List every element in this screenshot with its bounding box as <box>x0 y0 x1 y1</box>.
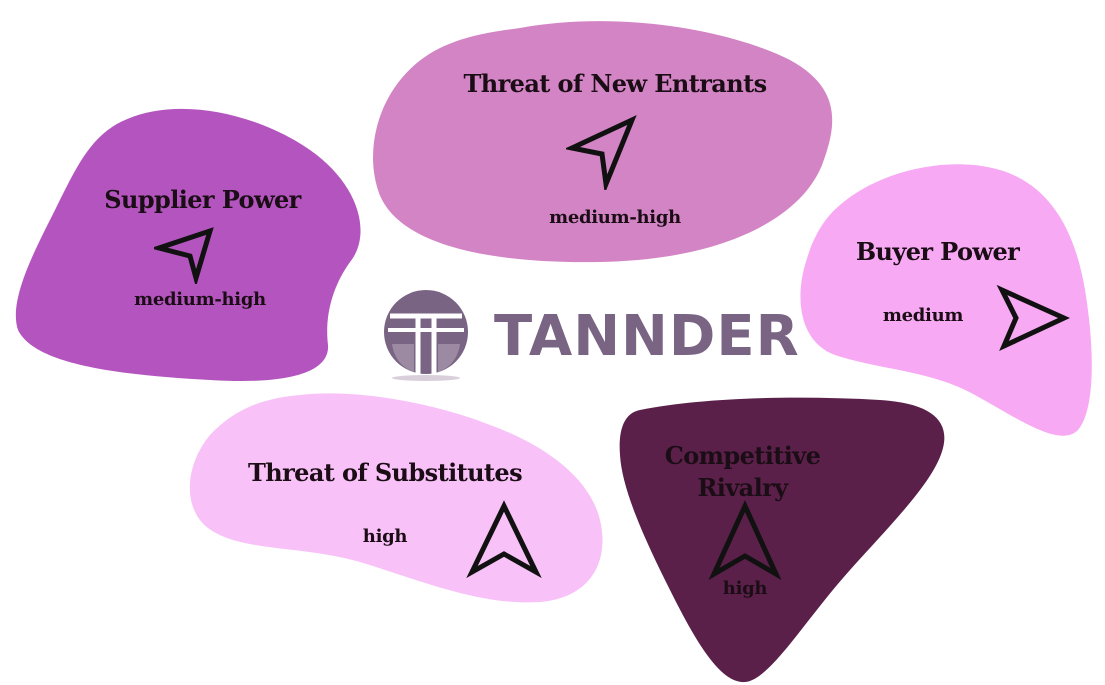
navigation-arrow-up-icon <box>708 500 782 580</box>
supplier-power-blob <box>15 108 361 382</box>
buyer-power-title: Buyer Power <box>855 237 1020 266</box>
new-entrants-title: Threat of New Entrants <box>463 69 768 98</box>
substitutes-blob <box>189 393 603 603</box>
navigation-arrow-up-left-icon <box>566 115 637 190</box>
rivalry-blob <box>619 397 945 683</box>
rivalry-level: high <box>722 578 768 599</box>
new-entrants-level: medium-high <box>549 207 681 228</box>
brand-name: TANNDER <box>494 304 800 369</box>
navigation-arrow-up-left-icon <box>154 227 214 284</box>
substitutes-level: high <box>362 526 408 547</box>
new-entrants-blob <box>373 21 833 263</box>
rivalry-title: Competitive Rivalry <box>664 441 821 502</box>
navigation-arrow-right-icon <box>996 284 1070 352</box>
supplier-power-title: Supplier Power <box>104 185 301 214</box>
tannder-logo-icon <box>384 290 468 381</box>
buyer-power-level: medium <box>882 305 964 326</box>
navigation-arrow-up-icon <box>466 500 542 578</box>
supplier-power-level: medium-high <box>134 289 266 310</box>
buyer-power-blob <box>800 164 1092 436</box>
substitutes-title: Threat of Substitutes <box>248 458 523 487</box>
